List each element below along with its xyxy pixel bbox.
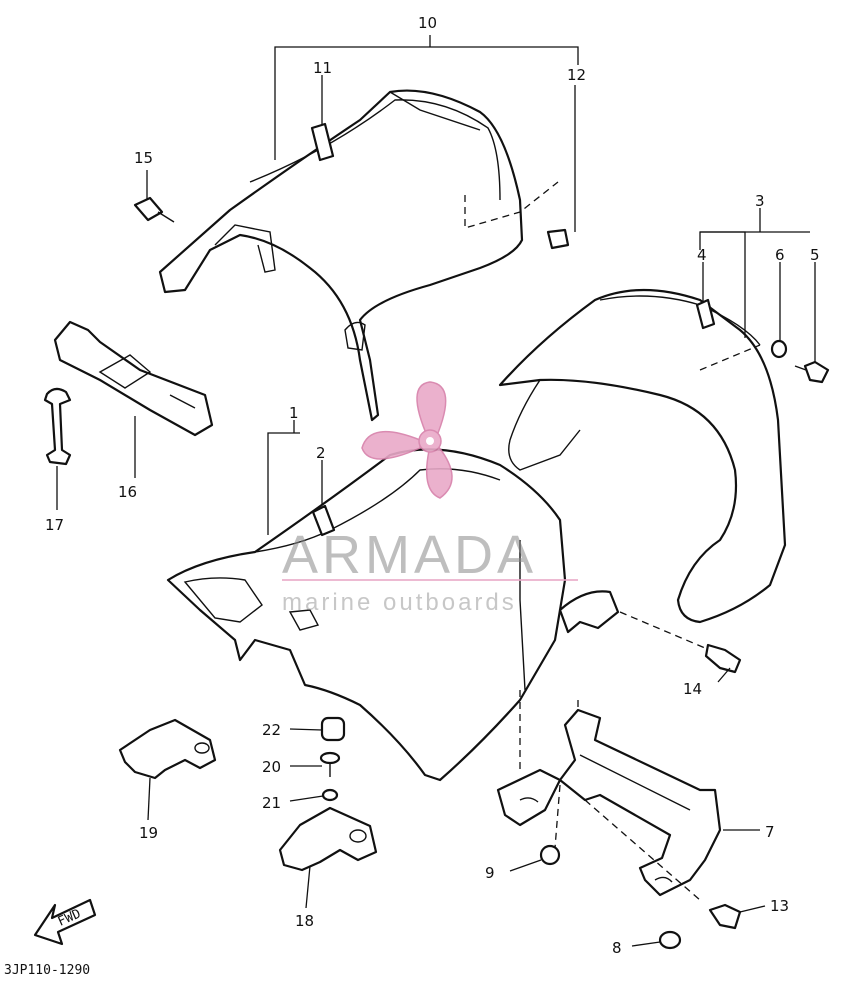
cap-part-8 [658,930,682,950]
callout-20: 20 [262,758,281,776]
callout-7: 7 [765,823,775,841]
leader-lines [56,35,816,947]
callout-14: 14 [683,680,702,698]
rear-seat-part-10 [158,89,559,422]
callout-labels: 10 11 12 15 3 4 6 5 1 2 16 17 14 22 20 2… [45,14,820,957]
front-seat-part-1 [166,448,567,782]
callout-13: 13 [770,897,789,915]
pin-part-20 [319,751,341,777]
callout-6: 6 [775,246,785,264]
washer-part-21 [321,788,339,802]
bolt-part-14 [704,643,742,674]
diagram-code: 3JP110-1290 [4,963,90,978]
seat-strap-part-17 [43,387,72,466]
callout-12: 12 [567,66,586,84]
callout-8: 8 [612,939,622,957]
bolt-part-13 [708,903,742,930]
nut-part-12 [546,228,570,250]
seat-cowl-part-3 [498,288,787,624]
callout-1: 1 [289,404,299,422]
callout-10: 10 [418,14,437,32]
callout-21: 21 [262,794,281,812]
fwd-arrow-icon: FWD [33,898,97,946]
cap-part-9 [539,844,561,866]
callout-3: 3 [755,192,765,210]
callout-15: 15 [134,149,153,167]
callout-11: 11 [313,59,332,77]
callout-17: 17 [45,516,64,534]
seat-bracket-part-7 [496,590,722,897]
propeller-logo-icon [361,381,453,499]
callout-16: 16 [118,483,137,501]
callout-2: 2 [316,444,326,462]
hook-part-19 [118,718,217,780]
watermark-tagline: marine outboards [282,589,517,616]
callout-22: 22 [262,721,281,739]
damper-part-22 [320,716,346,742]
callout-9: 9 [485,864,495,882]
watermark-brand: ARMADA [282,525,537,585]
callout-4: 4 [697,246,707,264]
armada-watermark: ARMADA marine outboards [282,381,578,616]
hook-part-18 [278,806,378,872]
callout-19: 19 [139,824,158,842]
collar-part-6 [770,339,788,359]
lock-bracket-part-16 [53,320,214,437]
bolt-part-5 [794,360,830,384]
callout-18: 18 [295,912,314,930]
bolt-part-15 [133,196,175,223]
callout-5: 5 [810,246,820,264]
